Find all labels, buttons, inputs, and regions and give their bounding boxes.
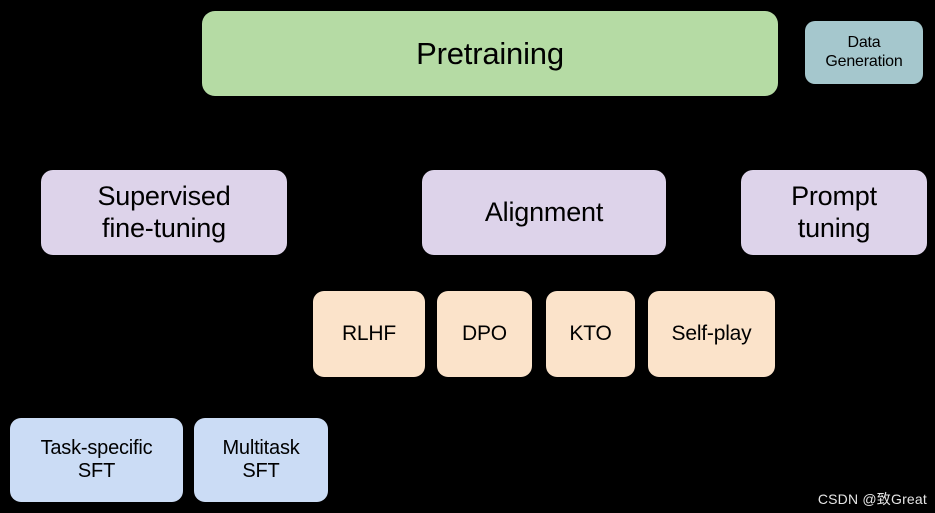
node-pretraining[interactable]: Pretraining xyxy=(202,11,778,96)
watermark-label: CSDN @致Great xyxy=(817,491,927,507)
node-task-specific-sft[interactable]: Task-specific SFT xyxy=(10,418,183,502)
node-alignment[interactable]: Alignment xyxy=(422,170,666,255)
node-dpo[interactable]: DPO xyxy=(437,291,532,377)
node-kto[interactable]: KTO xyxy=(546,291,635,377)
node-prompt-tuning[interactable]: Prompt tuning xyxy=(741,170,927,255)
node-multitask-sft[interactable]: Multitask SFT xyxy=(194,418,328,502)
node-supervised-fine-tuning[interactable]: Supervised fine-tuning xyxy=(41,170,287,255)
node-rlhf[interactable]: RLHF xyxy=(313,291,425,377)
node-data-generation[interactable]: Data Generation xyxy=(805,21,923,84)
node-self-play[interactable]: Self-play xyxy=(648,291,775,377)
